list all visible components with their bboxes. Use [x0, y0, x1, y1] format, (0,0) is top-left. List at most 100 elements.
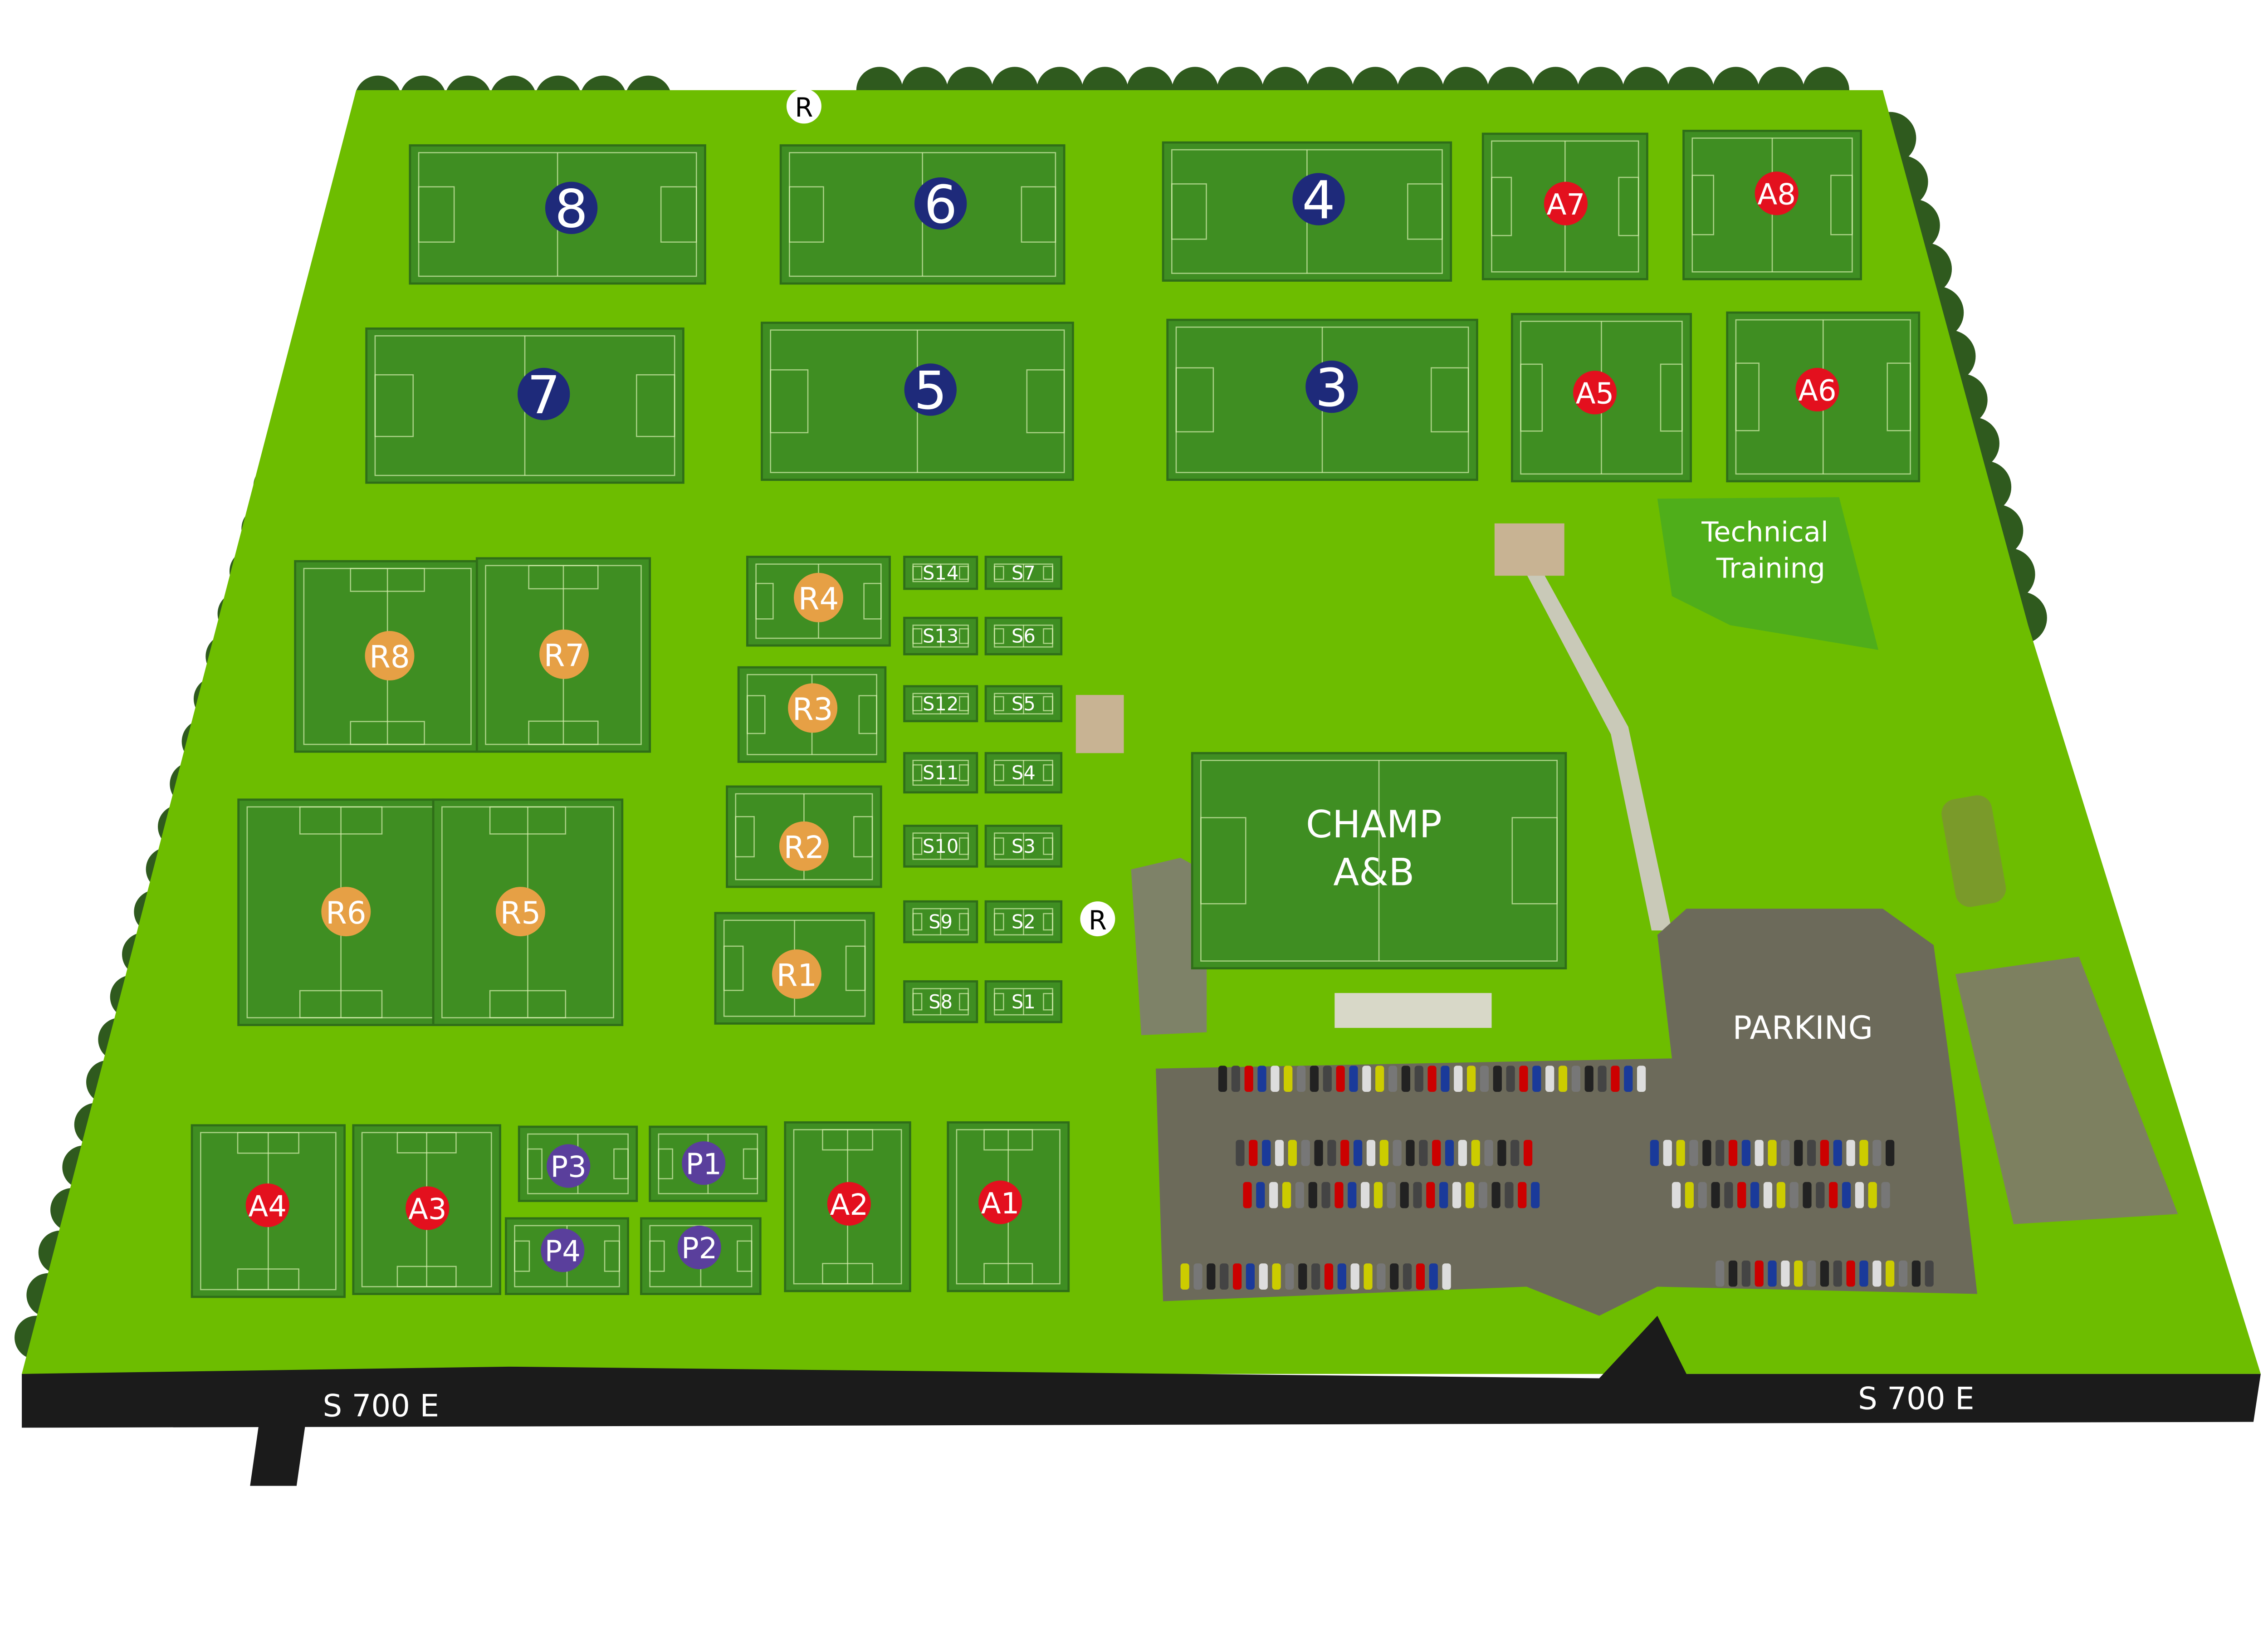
field-r3[interactable]: R3 [737, 666, 887, 763]
field-s3[interactable]: S3 [984, 825, 1063, 868]
field-a7[interactable]: A7 [1481, 132, 1648, 280]
car [1439, 1182, 1448, 1208]
field-a4[interactable]: A4 [191, 1124, 346, 1298]
clubhouse-building [1131, 858, 1207, 1036]
car [1868, 1182, 1877, 1208]
car [1419, 1139, 1428, 1166]
field-r7[interactable]: R7 [475, 557, 651, 753]
field-s12[interactable]: S12 [903, 685, 978, 723]
field-f3[interactable]: 3 [1166, 318, 1478, 481]
restroom-marker[interactable]: R [1080, 901, 1115, 937]
car [1505, 1182, 1514, 1208]
field-s1[interactable]: S1 [984, 980, 1063, 1023]
car [1584, 1066, 1593, 1092]
field-a3[interactable]: A3 [352, 1124, 501, 1295]
road-access [250, 1425, 306, 1486]
field-s11[interactable]: S11 [903, 752, 978, 794]
car [1269, 1182, 1278, 1208]
field-s8[interactable]: S8 [903, 980, 978, 1023]
car [1833, 1260, 1842, 1287]
field-a6[interactable]: A6 [1726, 311, 1921, 483]
field-r2[interactable]: R2 [726, 785, 882, 888]
car [1308, 1182, 1317, 1208]
field-champ-a-b[interactable] [1191, 752, 1567, 970]
field-label: S3 [1012, 835, 1036, 857]
field-badge [545, 181, 598, 235]
field-s14[interactable]: S14 [903, 556, 978, 590]
car [1518, 1182, 1527, 1208]
field-p3[interactable]: P3 [518, 1125, 638, 1202]
car [1324, 1263, 1334, 1290]
field-r6[interactable]: R6 [237, 798, 445, 1027]
car [1236, 1139, 1245, 1166]
field-a8[interactable]: A8 [1682, 130, 1862, 280]
car [1285, 1263, 1294, 1290]
field-f6[interactable]: 6 [779, 144, 1066, 285]
car [1249, 1139, 1258, 1166]
car [1374, 1182, 1383, 1208]
field-s2[interactable]: S2 [984, 900, 1063, 944]
parking-lot[interactable] [1156, 909, 1977, 1316]
field-f7[interactable]: 7 [365, 327, 684, 484]
field-badge [495, 887, 545, 937]
car [1193, 1263, 1202, 1290]
field-label: S7 [1012, 562, 1036, 584]
restroom-label: R [1089, 905, 1107, 936]
field-f8[interactable]: 8 [409, 144, 706, 285]
technical-training-area[interactable] [1657, 497, 1879, 650]
field-s7[interactable]: S7 [984, 556, 1063, 590]
road-label: S 700 E [1858, 1381, 1974, 1416]
field-label: 4 [1302, 170, 1335, 231]
car [1454, 1066, 1463, 1092]
car [1672, 1182, 1681, 1208]
field-r8[interactable]: R8 [294, 560, 481, 753]
field-label: R8 [369, 640, 410, 675]
field-s13[interactable]: S13 [903, 616, 978, 655]
field-badge [772, 949, 821, 999]
field-p2[interactable]: P2 [640, 1217, 762, 1295]
field-r1[interactable]: R1 [714, 912, 875, 1025]
field-s5[interactable]: S5 [984, 685, 1063, 723]
field-label: A8 [1757, 178, 1796, 211]
field-f4[interactable]: 4 [1162, 141, 1452, 282]
car [1728, 1139, 1738, 1166]
car [1284, 1066, 1293, 1092]
car [1296, 1066, 1306, 1092]
field-f5[interactable]: 5 [761, 322, 1074, 481]
restroom-marker[interactable]: R [786, 88, 821, 124]
field-a2[interactable]: A2 [784, 1121, 911, 1292]
road-s-700-e [22, 1315, 2261, 1428]
car [1401, 1066, 1410, 1092]
field-label: 6 [924, 175, 957, 235]
car [1755, 1139, 1764, 1166]
car [1388, 1066, 1398, 1092]
field-p1[interactable]: P1 [649, 1125, 767, 1202]
field-s6[interactable]: S6 [984, 616, 1063, 655]
field-p4[interactable]: P4 [504, 1217, 630, 1295]
field-a1[interactable]: A1 [947, 1121, 1070, 1292]
car [1737, 1182, 1746, 1208]
car [1497, 1139, 1506, 1166]
car [1829, 1182, 1838, 1208]
car [1702, 1139, 1711, 1166]
car [1246, 1263, 1255, 1290]
field-label: A2 [830, 1188, 868, 1222]
car [1872, 1139, 1882, 1166]
field-r4[interactable]: R4 [746, 556, 891, 647]
field-s4[interactable]: S4 [984, 752, 1063, 794]
car [1349, 1066, 1358, 1092]
field-s9[interactable]: S9 [903, 900, 978, 944]
field-badge [539, 629, 589, 679]
field-badge [1573, 371, 1617, 415]
car [1816, 1182, 1825, 1208]
car [1789, 1182, 1799, 1208]
field-a5[interactable]: A5 [1510, 313, 1692, 483]
car [1426, 1182, 1435, 1208]
car [1716, 1260, 1725, 1287]
car [1429, 1263, 1438, 1290]
field-badge [1292, 173, 1345, 225]
field-r5[interactable]: R5 [432, 798, 624, 1027]
field-s10[interactable]: S10 [903, 825, 978, 868]
field-label: S12 [923, 693, 958, 715]
building-shelter [1494, 523, 1564, 576]
